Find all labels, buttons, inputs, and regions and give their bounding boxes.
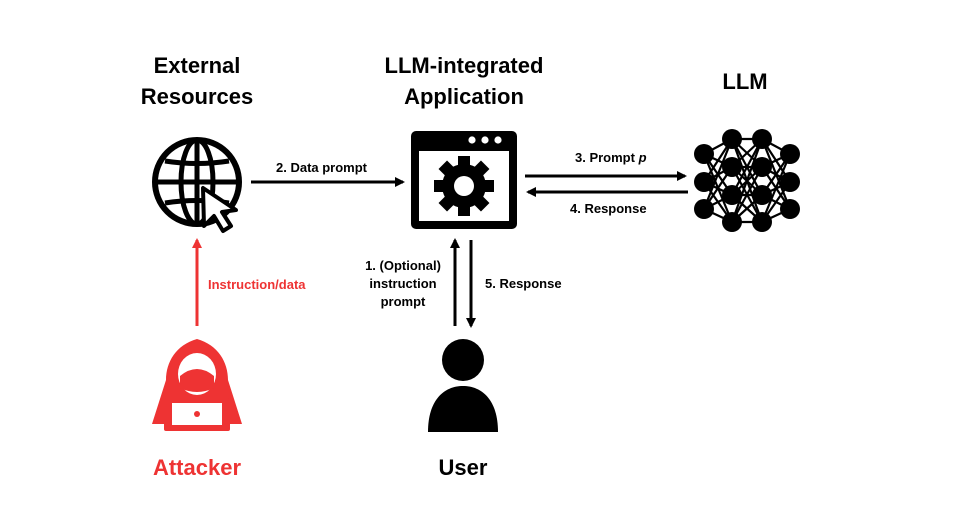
edge-label-response-user: 5. Response — [485, 276, 562, 291]
node-title-user: User — [438, 455, 488, 480]
edge-label-data-prompt: 2. Data prompt — [276, 160, 368, 175]
node-title-attacker: Attacker — [152, 455, 242, 480]
edge-label-prompt-p-text: 3. Prompt — [575, 150, 639, 165]
app-window-gear-icon — [411, 131, 517, 229]
person-icon — [428, 339, 498, 432]
edge-label-prompt-p: 3. Prompt p — [575, 149, 647, 167]
edge-label-prompt-p-variable: p — [638, 150, 647, 165]
node-title-external-resources: External Resources — [140, 53, 254, 109]
hooded-hacker-laptop-icon — [152, 339, 242, 431]
edge-label-instruction-prompt: 1. (Optional) instruction prompt — [365, 258, 441, 309]
edge-label-attacker-instruction: Instruction/data — [208, 277, 306, 292]
node-title-llm: LLM — [722, 69, 768, 94]
neural-network-icon — [694, 129, 800, 232]
globe-cursor-icon — [152, 137, 242, 233]
node-title-application: LLM-integrated Application — [384, 53, 544, 109]
edge-label-response-llm: 4. Response — [570, 201, 647, 216]
